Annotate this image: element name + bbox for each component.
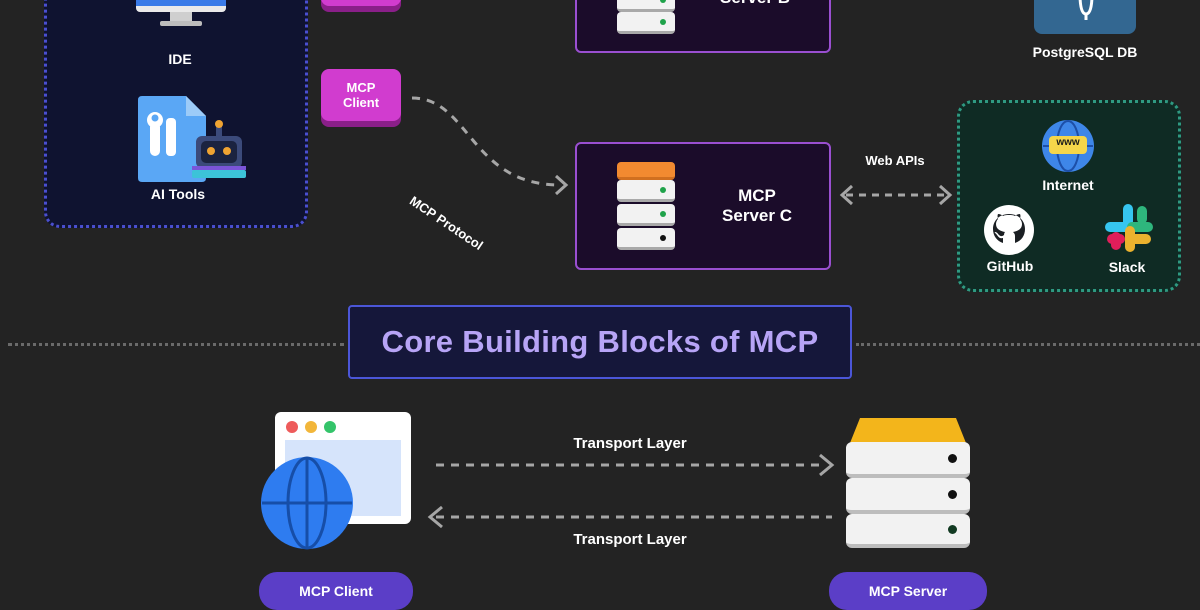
transport-layer-label-top: Transport Layer	[573, 435, 687, 452]
mcp-client-chip-top[interactable]	[321, 0, 401, 6]
server-b-name: Server B	[695, 0, 815, 8]
mcp-server-b-box[interactable]: Server B	[575, 0, 831, 53]
mcp-client-chip-line2: Client	[342, 95, 380, 110]
top-connections	[411, 96, 953, 206]
server-c-name-line1: MCP	[738, 186, 776, 205]
mcp-client-chip-line1: MCP	[346, 80, 376, 95]
server-stack-icon	[617, 162, 675, 254]
section-title: Core Building Blocks of MCP	[381, 324, 819, 359]
database-icon	[1034, 0, 1136, 34]
server-stack-icon	[617, 0, 675, 36]
transport-arrows	[427, 453, 835, 529]
server-c-name: MCP Server C	[705, 186, 809, 226]
mcp-server-pill[interactable]: MCP Server	[829, 572, 987, 610]
ai-tools-icon	[136, 96, 252, 184]
github-icon[interactable]	[983, 204, 1035, 256]
globe-icon	[260, 456, 354, 550]
mcp-client-chip[interactable]: MCP Client	[321, 69, 401, 121]
section-divider-right	[856, 343, 1200, 346]
slack-icon[interactable]	[1103, 202, 1155, 254]
server-c-name-line2: Server C	[722, 206, 792, 225]
web-apis-label: Web APIs	[865, 153, 925, 168]
ide-label: IDE	[168, 51, 192, 67]
ai-tools-label: AI Tools	[150, 186, 206, 202]
mcp-server-c-box[interactable]: MCP Server C	[575, 142, 831, 270]
mcp-client-pill[interactable]: MCP Client	[259, 572, 413, 610]
transport-layer-label-bottom: Transport Layer	[573, 531, 687, 548]
monitor-icon	[136, 0, 226, 38]
server-stack-icon	[846, 418, 970, 548]
section-divider-left	[8, 343, 344, 346]
globe-icon[interactable]: www	[1041, 119, 1095, 173]
github-label: GitHub	[986, 258, 1034, 274]
internet-icon-text: www	[1056, 137, 1080, 148]
slack-label: Slack	[1108, 259, 1146, 275]
internet-label: Internet	[1042, 177, 1094, 193]
postgres-label: PostgreSQL DB	[1032, 44, 1138, 60]
section-title-box: Core Building Blocks of MCP	[348, 305, 852, 379]
